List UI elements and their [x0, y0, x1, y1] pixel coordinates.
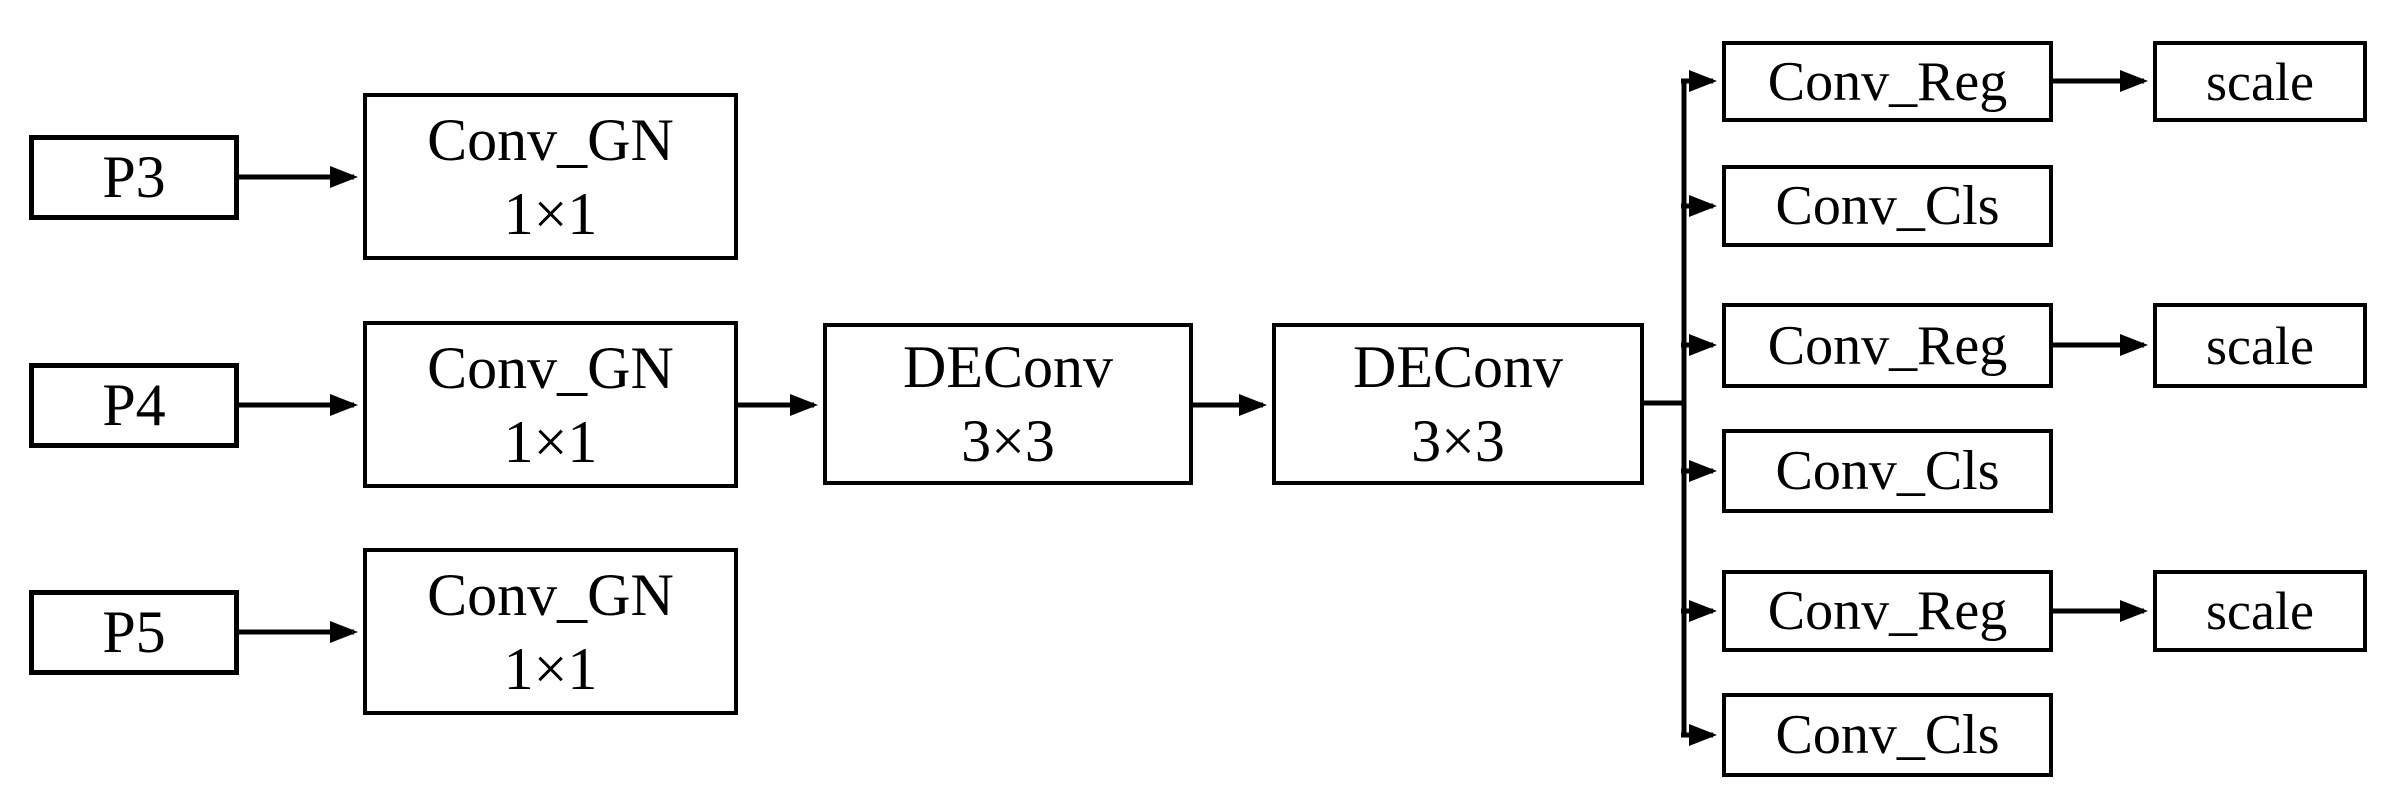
scale-label-1: scale [2206, 51, 2314, 112]
input-label-p4: P4 [102, 372, 166, 438]
conv-cls-box-2: Conv_Cls [1722, 429, 2053, 513]
input-label-p3: P3 [102, 144, 166, 210]
conv-reg-box-2: Conv_Reg [1722, 303, 2053, 388]
deconv-kernel-2: 3×3 [1411, 408, 1505, 474]
deconv-name-1: DEConv [903, 334, 1113, 400]
deconv-box-1: DEConv 3×3 [823, 323, 1193, 485]
conv-gn-kernel-2: 1×1 [503, 408, 598, 475]
conv-gn-box-2: Conv_GN 1×1 [363, 321, 738, 488]
input-box-p4: P4 [29, 363, 239, 448]
conv-reg-label-1: Conv_Reg [1767, 50, 2008, 113]
scale-label-3: scale [2206, 581, 2314, 641]
input-box-p5: P5 [29, 590, 239, 675]
conv-reg-label-3: Conv_Reg [1767, 580, 2008, 642]
deconv-name-2: DEConv [1353, 334, 1563, 400]
conv-cls-box-1: Conv_Cls [1722, 165, 2053, 247]
conv-gn-kernel-1: 1×1 [503, 180, 598, 247]
conv-reg-box-1: Conv_Reg [1722, 41, 2053, 122]
conv-gn-kernel-3: 1×1 [503, 635, 598, 702]
conv-gn-name-3: Conv_GN [427, 561, 674, 628]
input-label-p5: P5 [102, 599, 166, 665]
conv-gn-name-1: Conv_GN [427, 106, 674, 173]
conv-cls-label-3: Conv_Cls [1775, 704, 2000, 766]
conv-cls-label-2: Conv_Cls [1775, 440, 2000, 502]
conv-gn-name-2: Conv_GN [427, 334, 674, 401]
conv-gn-box-1: Conv_GN 1×1 [363, 93, 738, 260]
conv-reg-label-2: Conv_Reg [1767, 314, 2008, 377]
conv-cls-label-1: Conv_Cls [1775, 175, 2000, 237]
scale-box-2: scale [2153, 303, 2367, 388]
deconv-box-2: DEConv 3×3 [1272, 323, 1644, 485]
deconv-kernel-1: 3×3 [961, 408, 1055, 474]
scale-box-1: scale [2153, 41, 2367, 122]
scale-box-3: scale [2153, 570, 2367, 652]
scale-label-2: scale [2206, 315, 2314, 376]
input-box-p3: P3 [29, 135, 239, 220]
conv-cls-box-3: Conv_Cls [1722, 693, 2053, 777]
conv-gn-box-3: Conv_GN 1×1 [363, 548, 738, 715]
conv-reg-box-3: Conv_Reg [1722, 570, 2053, 652]
